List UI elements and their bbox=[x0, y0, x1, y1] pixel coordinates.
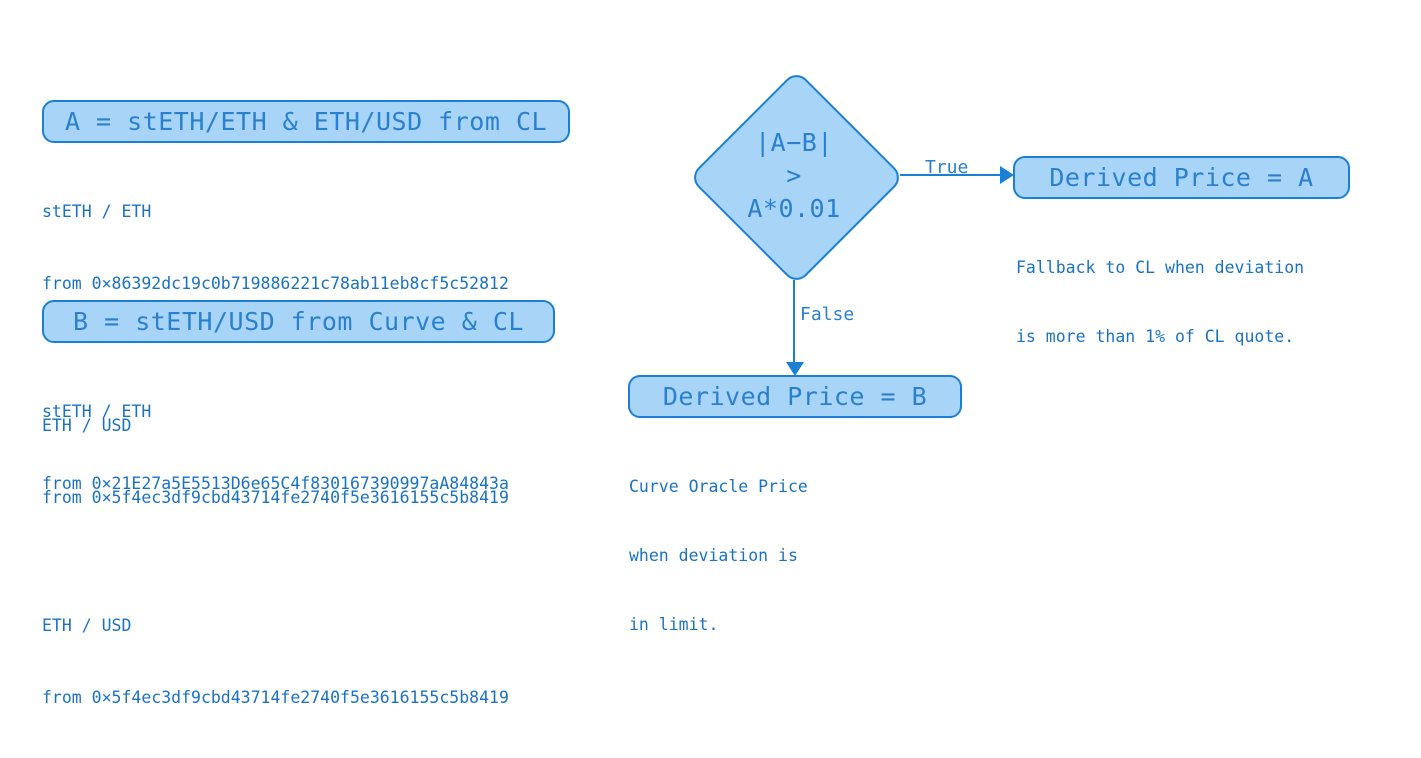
edge-false-line bbox=[793, 280, 795, 362]
source-a-feed-2-address: from 0×5f4ec3df9cbd43714fe2740f5e3616155… bbox=[42, 488, 509, 507]
outcome-false-caption: Curve Oracle Price when deviation is in … bbox=[629, 429, 808, 682]
edge-false-label: False bbox=[800, 304, 855, 325]
outcome-true-caption-line-1: Fallback to CL when deviation bbox=[1016, 258, 1305, 277]
edge-true-line bbox=[900, 174, 1000, 176]
outcome-true-box[interactable]: Derived Price = A bbox=[1013, 156, 1350, 199]
edge-true-label: True bbox=[925, 157, 969, 178]
source-a-caption: stETH / ETH from 0×86392dc19c0b719886221… bbox=[42, 152, 509, 558]
arrow-right-icon bbox=[1000, 166, 1014, 184]
decision-line-1: |A−B| bbox=[755, 127, 833, 157]
source-a-feed-1-pair: stETH / ETH bbox=[42, 202, 152, 221]
outcome-false-caption-line-1: Curve Oracle Price bbox=[629, 477, 808, 496]
source-a-feed-2-pair: ETH / USD bbox=[42, 416, 132, 435]
source-b-caption: stETH / ETH from 0×21E27a5E5513D6e65C4f8… bbox=[42, 352, 509, 758]
outcome-true-caption-line-2: is more than 1% of CL quote. bbox=[1016, 327, 1295, 346]
source-b-feed-1-pair: stETH / ETH bbox=[42, 402, 152, 421]
source-b-feed-2-pair: ETH / USD bbox=[42, 616, 132, 635]
outcome-true-caption: Fallback to CL when deviation is more th… bbox=[1016, 210, 1304, 394]
source-a-feed-1-address: from 0×86392dc19c0b719886221c78ab11eb8cf… bbox=[42, 274, 509, 293]
source-a-box[interactable]: A = stETH/ETH & ETH/USD from CL bbox=[42, 100, 570, 143]
diamond-label: |A−B| > A*0.01 bbox=[688, 70, 900, 280]
flowchart-canvas: A = stETH/ETH & ETH/USD from CL stETH / … bbox=[42, 68, 1350, 707]
source-b-feed-1-address: from 0×21E27a5E5513D6e65C4f830167390997a… bbox=[42, 474, 509, 493]
source-b-box[interactable]: B = stETH/USD from Curve & CL bbox=[42, 300, 555, 343]
decision-line-2: > bbox=[786, 160, 802, 190]
outcome-false-box[interactable]: Derived Price = B bbox=[628, 375, 962, 418]
outcome-false-caption-line-2: when deviation is bbox=[629, 546, 798, 565]
arrow-down-icon bbox=[786, 362, 804, 376]
deviation-decision-node[interactable]: |A−B| > A*0.01 bbox=[687, 68, 905, 286]
spacer bbox=[42, 544, 509, 566]
decision-line-3: A*0.01 bbox=[747, 193, 841, 223]
outcome-false-caption-line-3: in limit. bbox=[629, 615, 719, 634]
source-b-feed-2-address: from 0×5f4ec3df9cbd43714fe2740f5e3616155… bbox=[42, 688, 509, 707]
